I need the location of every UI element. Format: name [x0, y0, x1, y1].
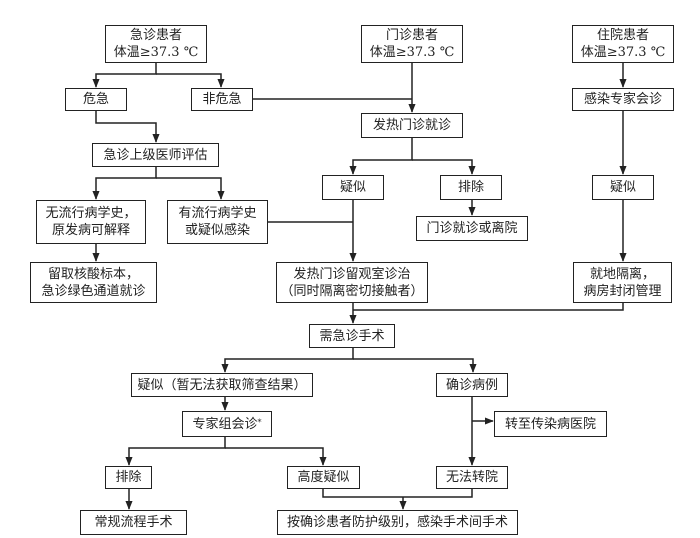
node-expert-group-consult: 专家组会诊*	[182, 411, 272, 437]
node-highly-suspected: 高度疑似	[287, 466, 360, 489]
node-er-patient-line1: 急诊患者	[129, 28, 182, 43]
node-er-patient-line2: 体温≥37.3 ℃	[113, 45, 199, 60]
connector-isolation-to-surgery	[353, 303, 624, 311]
node-fever-observation-line2: （同时隔离密切接触者）	[280, 283, 424, 299]
node-cannot-transfer-label: 无法转院	[445, 470, 498, 485]
node-non-critical: 非危急	[191, 88, 253, 111]
node-suspected-no-screening: 疑似（暂无法获取筛查结果）	[131, 373, 313, 397]
node-confirmed-case: 确诊病例	[436, 373, 508, 397]
node-fever-observation-line1: 发热门诊留观室诊治	[293, 266, 411, 282]
node-suspected-right: 疑似	[592, 175, 654, 200]
node-op-patient-line2: 体温≥37.3 ℃	[369, 45, 455, 60]
connector-surgery-split-left	[221, 348, 354, 373]
connector-surgery-split-right	[353, 358, 477, 373]
node-need-emergency-surgery: 需急诊手术	[309, 324, 395, 348]
node-need-emergency-surgery-label: 需急诊手术	[319, 328, 385, 344]
node-ip-patient: 住院患者体温≥37.3 ℃	[572, 25, 674, 63]
node-non-critical-label: 非危急	[202, 92, 242, 107]
node-epi-history: 有流行病学史或疑似感染	[167, 200, 268, 244]
connector-fever-split-left	[349, 138, 413, 175]
node-epi-history-line2: 或疑似感染	[184, 223, 250, 238]
node-fever-observation: 发热门诊留观室诊治（同时隔离密切接触者）	[276, 262, 428, 303]
node-er-patient: 急诊患者体温≥37.3 ℃	[105, 25, 207, 63]
node-op-or-discharge: 门诊就诊或离院	[416, 216, 528, 241]
node-er-senior-eval: 急诊上级医师评估	[92, 143, 219, 167]
node-local-isolation-line2: 病房封闭管理	[583, 283, 662, 299]
node-no-epi-history-line1: 无流行病学史，	[45, 206, 137, 221]
connector-fever-split-right	[412, 159, 476, 175]
node-highly-suspected-label: 高度疑似	[297, 470, 350, 485]
node-sample-green-channel-line2: 急诊绿色通道就诊	[41, 283, 146, 299]
connector-critical-to-eval	[95, 111, 160, 143]
connector-er-to-noncritical	[156, 73, 225, 88]
connector-er-split	[92, 63, 157, 88]
node-suspected-right-label: 疑似	[609, 180, 636, 195]
connector-expert-split-right	[225, 447, 327, 466]
node-transfer-infectious-hospital: 转至传染病医院	[494, 411, 607, 437]
node-suspected-no-screening-label: 疑似（暂无法获取筛查结果）	[137, 377, 307, 393]
node-suspected-mid: 疑似	[322, 175, 384, 200]
node-excluded-mid: 排除	[440, 175, 502, 200]
node-ip-patient-line2: 体温≥37.3 ℃	[580, 45, 666, 60]
node-infection-or-surgery-label: 按确诊患者防护级别，感染手术间手术	[286, 515, 508, 530]
node-fever-clinic-label: 发热门诊就诊	[372, 118, 451, 133]
node-expert-group-consult-label: 专家组会诊*	[192, 416, 261, 433]
footnote-mark: *	[257, 417, 262, 427]
node-no-epi-history: 无流行病学史， 原发病可解释	[36, 200, 146, 244]
node-epi-history-line1: 有流行病学史	[178, 206, 257, 221]
expert-group-consult-text: 专家组会诊	[192, 416, 258, 432]
connector-expert-split-left	[125, 437, 226, 466]
node-er-senior-eval-label: 急诊上级医师评估	[103, 147, 208, 163]
node-sample-green-channel: 留取核酸标本，急诊绿色通道就诊	[30, 262, 157, 303]
node-infection-or-surgery: 按确诊患者防护级别，感染手术间手术	[277, 510, 518, 535]
node-op-patient-line1: 门诊患者	[385, 28, 438, 43]
node-critical: 危急	[65, 88, 127, 111]
connector-eval-split-right	[156, 177, 225, 200]
node-op-patient: 门诊患者体温≥37.3 ℃	[361, 25, 463, 63]
node-excluded-bottom: 排除	[105, 466, 152, 489]
node-infection-expert-consult: 感染专家会诊	[572, 88, 674, 111]
node-excluded-bottom-label: 排除	[115, 470, 142, 485]
node-routine-surgery-label: 常规流程手术	[94, 515, 173, 530]
node-suspected-mid-label: 疑似	[339, 180, 366, 195]
node-no-epi-history-line2: 原发病可解释	[51, 223, 130, 238]
node-local-isolation-line1: 就地隔离，	[589, 266, 655, 282]
node-routine-surgery: 常规流程手术	[80, 510, 187, 535]
node-critical-label: 危急	[82, 92, 109, 107]
node-op-or-discharge-label: 门诊就诊或离院	[426, 221, 518, 236]
connector-eval-split-left	[92, 167, 157, 200]
node-cannot-transfer: 无法转院	[436, 466, 508, 489]
node-sample-green-channel-line1: 留取核酸标本，	[47, 266, 139, 282]
node-confirmed-case-label: 确诊病例	[445, 377, 498, 393]
connector-highly-suspected-join	[322, 489, 473, 498]
node-fever-clinic: 发热门诊就诊	[361, 113, 463, 138]
node-transfer-infectious-hospital-label: 转至传染病医院	[504, 416, 596, 432]
node-infection-expert-consult-label: 感染专家会诊	[583, 92, 662, 107]
node-local-isolation: 就地隔离，病房封闭管理	[573, 262, 672, 303]
node-ip-patient-line1: 住院患者	[596, 28, 649, 43]
node-excluded-mid-label: 排除	[457, 180, 484, 195]
